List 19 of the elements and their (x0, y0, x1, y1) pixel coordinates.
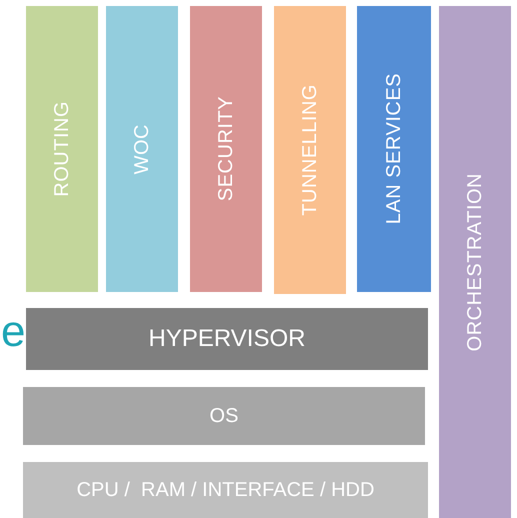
layer-label: CPU / RAM / INTERFACE / HDD (76, 478, 374, 502)
layer-label: ROUTING (50, 101, 74, 197)
cropped-title-text: e (1, 310, 26, 354)
layer-bar (26, 308, 428, 370)
layer-label: WOC (130, 124, 154, 174)
layer-bar (106, 6, 178, 292)
layer-label: TUNNELLING (298, 84, 322, 216)
layer-label: HYPERVISOR (148, 325, 306, 353)
layer-label: ORCHESTRATION (464, 172, 486, 352)
layer-bar (190, 6, 262, 292)
layer-label: OS (210, 404, 238, 428)
layer-bar (357, 6, 431, 292)
layer-label: SECURITY (214, 96, 238, 202)
layer-label: LAN SERVICES (382, 73, 406, 225)
layer-bar (23, 462, 428, 518)
layer-bar (274, 6, 346, 294)
layer-bar (439, 6, 511, 518)
layer-bar (26, 6, 98, 292)
layer-bar (23, 387, 425, 445)
